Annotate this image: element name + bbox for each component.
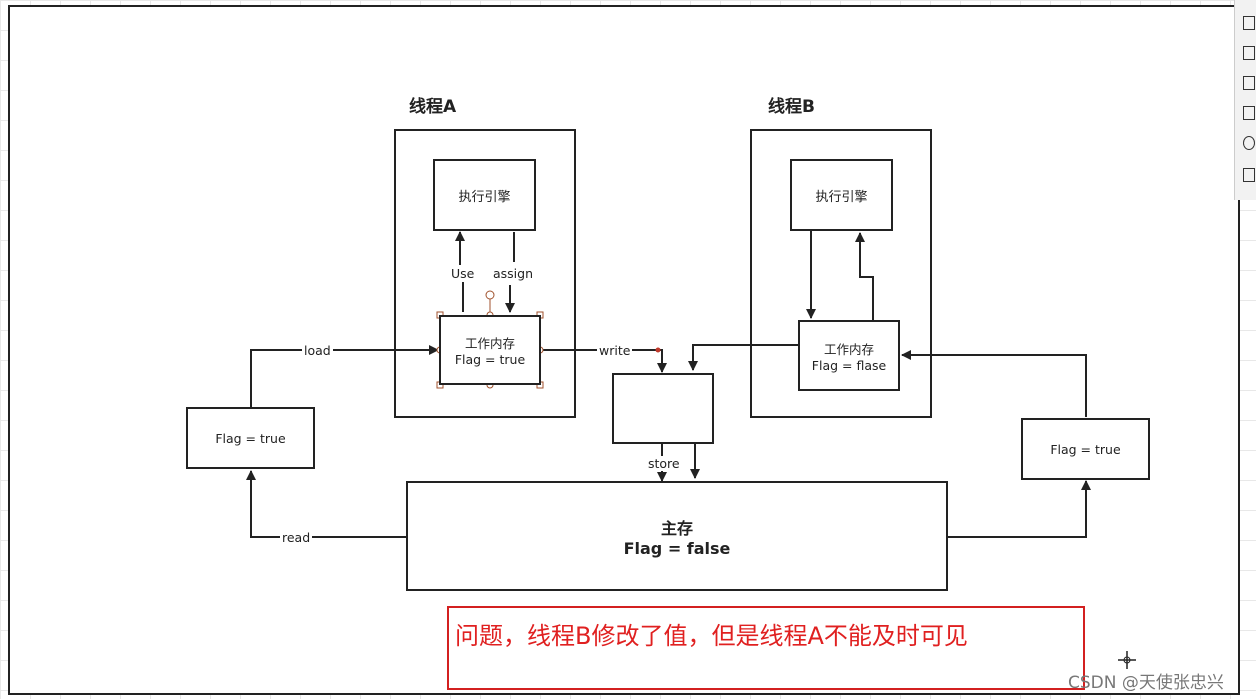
store-label: store: [646, 456, 682, 471]
right-flag-to-b-arrow: [901, 350, 1087, 417]
page-icon[interactable]: [1243, 76, 1255, 90]
crosshair-cursor-icon: [1118, 651, 1136, 669]
document-icon[interactable]: [1243, 106, 1255, 120]
thread-b-workmem-value: Flag = flase: [811, 357, 887, 373]
main-memory-title: 主存: [660, 518, 693, 538]
note-box[interactable]: 问题，线程B修改了值，但是线程A不能及时可见: [447, 606, 1085, 690]
assign-arrow: [510, 232, 514, 312]
main-memory-box[interactable]: 主存 Flag = false: [406, 481, 948, 591]
write-label: write: [597, 343, 633, 358]
thread-a-workmem-value: Flag = true: [454, 352, 526, 367]
thread-a-engine[interactable]: 执行引擎: [433, 159, 536, 231]
thread-b-container[interactable]: [750, 129, 932, 418]
thread-a-engine-label: 执行引擎: [458, 189, 511, 205]
thread-b-engine[interactable]: 执行引擎: [790, 159, 893, 231]
read-label: read: [280, 530, 313, 545]
history-icon[interactable]: [1243, 136, 1255, 150]
intermediate-box[interactable]: [612, 373, 714, 444]
thread-a-workmem-title: 工作内存: [464, 336, 515, 351]
main-memory-value: Flag = false: [623, 538, 731, 558]
thread-b-workmem[interactable]: 工作内存 Flag = flase: [798, 320, 900, 391]
b-write-arrow: [688, 344, 798, 371]
thread-b-engine-label: 执行引擎: [815, 189, 868, 205]
right-flag-label: Flag = true: [1050, 441, 1121, 457]
comment-icon[interactable]: [1243, 168, 1255, 182]
load-label: load: [302, 343, 333, 358]
left-flag-box[interactable]: Flag = true: [186, 407, 315, 469]
thread-b-workmem-title: 工作内存: [823, 341, 874, 357]
write-arrow: [540, 349, 667, 373]
thread-b-title: 线程B: [768, 97, 815, 117]
main-to-right-flag-arrow: [947, 480, 1091, 538]
assign-label: assign: [491, 266, 536, 281]
left-flag-label: Flag = true: [215, 430, 286, 446]
watermark: CSDN @天使张忠兴: [1068, 673, 1224, 693]
load-arrow: [250, 345, 439, 407]
format-icon[interactable]: [1243, 16, 1255, 30]
thread-a-workmem[interactable]: 工作内存 Flag = true: [439, 315, 541, 385]
thread-a-title: 线程A: [409, 97, 457, 117]
side-toolbar: [1234, 0, 1256, 200]
use-label: Use: [449, 266, 477, 281]
calendar-icon[interactable]: [1243, 46, 1255, 60]
thread-a-container[interactable]: [394, 129, 576, 418]
right-flag-box[interactable]: Flag = true: [1021, 418, 1150, 480]
write-endpoint-dot: [655, 347, 661, 353]
b-use-arrow: [855, 232, 874, 320]
read-arrow: [246, 470, 407, 538]
note-text: 问题，线程B修改了值，但是线程A不能及时可见: [455, 622, 968, 650]
